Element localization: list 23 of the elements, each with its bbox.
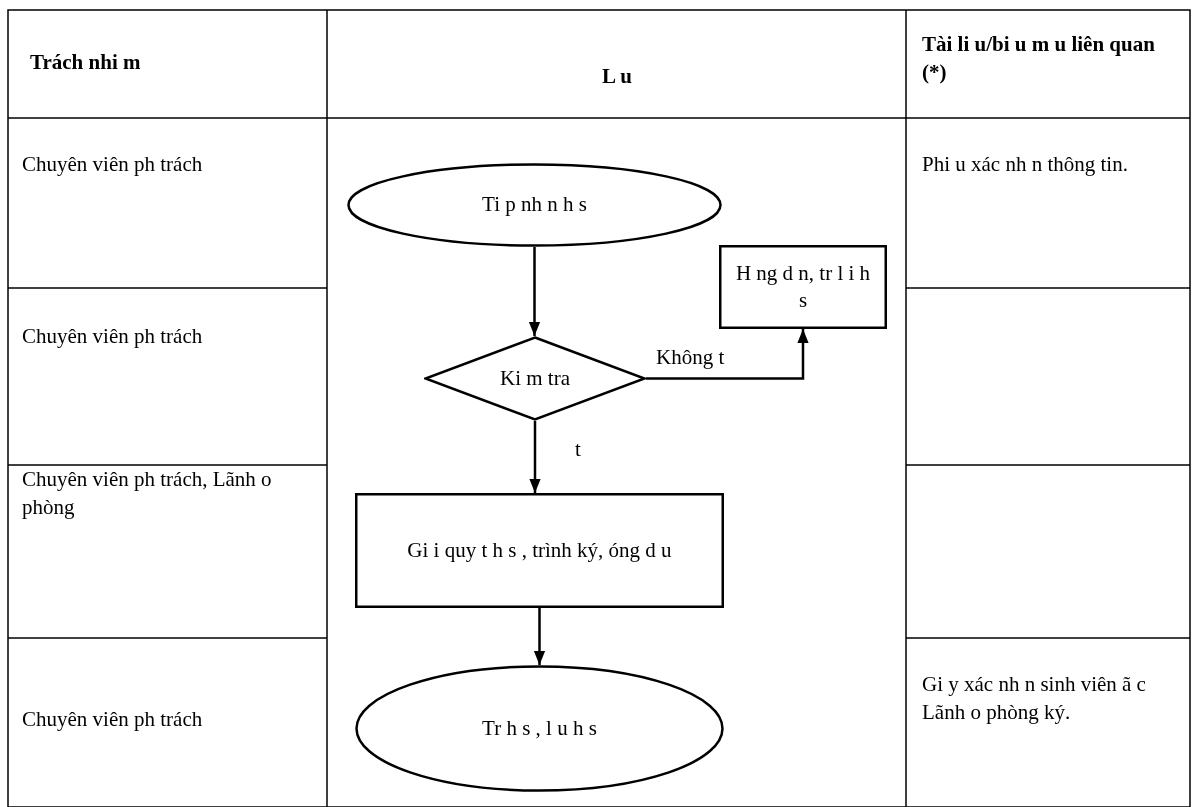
node-label: Tr h s , l u h s xyxy=(482,714,597,742)
document-text: Phi u xác nh n thông tin. xyxy=(922,151,1128,178)
decision-diamond xyxy=(424,336,646,421)
arrow xyxy=(533,608,546,665)
arrow xyxy=(528,247,541,336)
role-text: Chuyên viên ph trách xyxy=(22,323,203,350)
process-box xyxy=(719,245,887,329)
column-header: L u xyxy=(601,63,633,90)
terminal-ellipse xyxy=(347,163,722,247)
column-header: Tài li u/bi u m u liên quan (*) xyxy=(922,31,1156,87)
role-text: Chuyên viên ph trách, Lãnh o phòng xyxy=(22,466,273,522)
column-header: Trách nhi m xyxy=(30,49,141,76)
terminal-ellipse xyxy=(355,665,724,792)
role-text: Chuyên viên ph trách xyxy=(22,706,203,733)
node-label: Gi i quy t h s , trình ký, óng d u xyxy=(407,536,672,564)
node-label: H ng d n, tr l i h s xyxy=(734,259,872,314)
node-label: Ti p nh n h s xyxy=(482,191,587,219)
node-label: Ki m tra xyxy=(500,364,570,392)
arrow xyxy=(529,421,541,493)
process-box xyxy=(355,493,724,608)
arrow xyxy=(646,329,809,380)
role-text: Chuyên viên ph trách xyxy=(22,151,203,178)
document-text: Gi y xác nh n sinh viên ã c Lãnh o phòng ký. xyxy=(922,671,1147,727)
